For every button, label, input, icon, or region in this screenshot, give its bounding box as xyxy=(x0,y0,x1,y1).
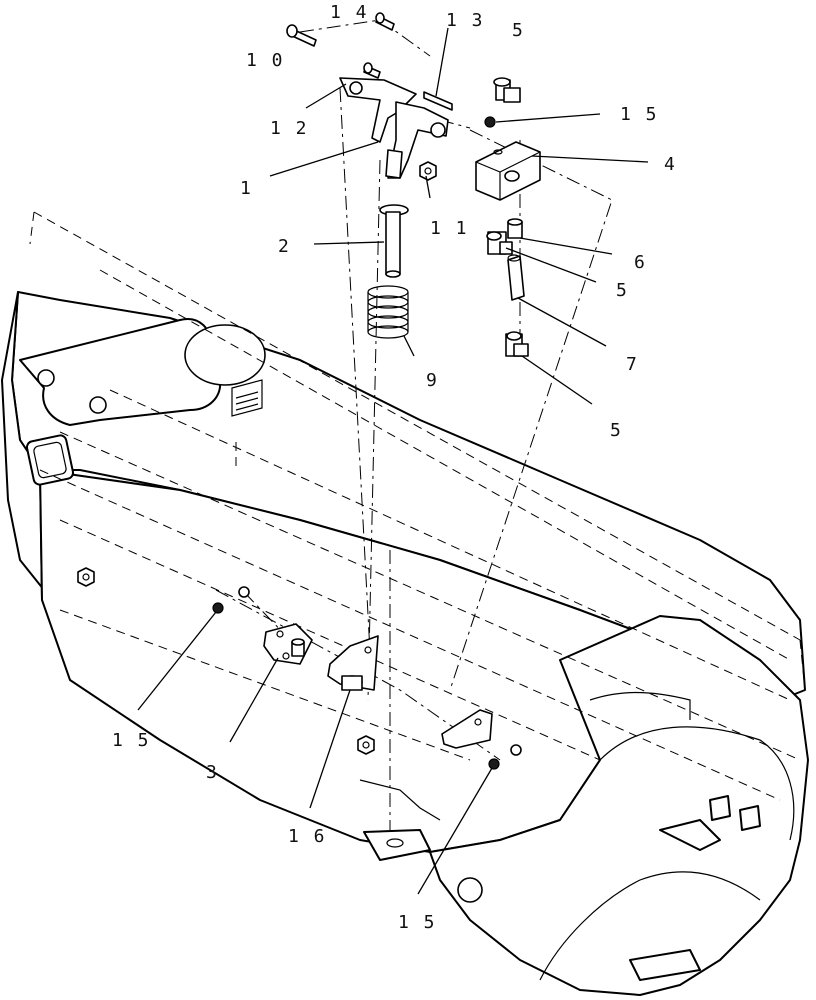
callout-5-top: 5 xyxy=(512,20,525,41)
part-7-adapter xyxy=(507,254,525,301)
part-6-fitting xyxy=(507,218,523,239)
leader-lines xyxy=(137,27,649,895)
callout-5-lower: 5 xyxy=(610,420,623,441)
callout-4: 4 xyxy=(664,154,677,175)
callout-2: 2 xyxy=(278,236,291,257)
part-11-nut xyxy=(419,161,437,181)
part-15-nut-left xyxy=(212,586,250,614)
part-10-bolt xyxy=(286,24,317,47)
callout-11: 1 1 xyxy=(430,218,469,239)
part-5-elbow-middle xyxy=(486,231,513,255)
warning-hatch-icon xyxy=(231,379,263,417)
lower-right-bracket xyxy=(441,709,493,749)
callout-14: 1 4 xyxy=(330,2,369,23)
callout-15-top: 1 5 xyxy=(620,104,659,125)
part-3-mounting-plate xyxy=(263,623,313,665)
callout-1: 1 xyxy=(240,178,253,199)
callout-5-middle: 5 xyxy=(616,280,629,301)
part-5-elbow-lower xyxy=(505,331,529,357)
callout-3: 3 xyxy=(206,762,219,783)
callout-15-left: 1 5 xyxy=(112,730,151,751)
part-16-bracket xyxy=(327,635,379,691)
part-15-nut-top xyxy=(484,116,496,128)
callout-7: 7 xyxy=(626,354,639,375)
part-9-spring xyxy=(367,285,409,339)
part-2-plunger xyxy=(379,204,409,278)
callout-13: 1 3 xyxy=(446,10,485,31)
callout-9: 9 xyxy=(426,370,439,391)
chassis-frame xyxy=(1,291,809,996)
hidden-lines xyxy=(29,211,805,801)
callout-6: 6 xyxy=(634,252,647,273)
part-15-nut-right xyxy=(488,744,522,770)
callouts: 1 0 1 4 1 3 5 1 5 1 2 1 4 1 1 6 2 5 7 9 … xyxy=(112,2,677,933)
part-4-valve-block xyxy=(475,141,541,201)
callout-12: 1 2 xyxy=(270,118,309,139)
part-5-elbow-upper xyxy=(493,77,521,103)
part-1-lever-bracket xyxy=(339,77,453,179)
callout-10: 1 0 xyxy=(246,50,285,71)
callout-15-bottom: 1 5 xyxy=(398,912,437,933)
callout-16: 1 6 xyxy=(288,826,327,847)
part-14-bolt xyxy=(375,12,395,31)
part-12-bolt xyxy=(363,62,381,79)
